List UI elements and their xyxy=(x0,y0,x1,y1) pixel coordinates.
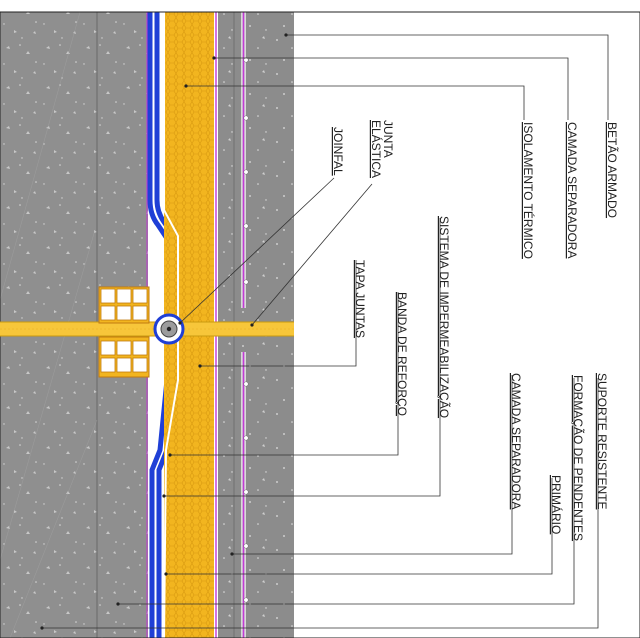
label-camada-separadora-bottom: CAMADA SEPARADORA xyxy=(509,373,523,509)
label-betao-armado: BETÃO ARMADO xyxy=(605,122,619,218)
label-isolamento-termico: ISOLAMENTO TÉRMICO xyxy=(521,122,536,259)
label-suporte-resistente: SUPORTE RESISTENTE xyxy=(595,373,609,509)
joinfal-cord xyxy=(153,313,185,345)
label-banda-reforco: BANDA DE REFORÇO xyxy=(395,292,409,416)
label-formacao-pendentes: FORMAÇÃO DE PENDENTES xyxy=(571,375,585,541)
label-joinfal: JOINFAL xyxy=(331,127,345,176)
label-primario: PRIMÁRIO xyxy=(549,475,564,534)
joint-filler-block-upper xyxy=(98,286,150,324)
label-camada-separadora-top: CAMADA SEPARADORA xyxy=(565,122,579,258)
elastic-joint xyxy=(0,322,294,336)
label-sistema-impermeabilizacao: SISTEMA DE IMPERMEABILIZAÇÃO xyxy=(437,216,451,418)
joint-filler-block-lower xyxy=(98,336,150,378)
label-tapa-juntas: TAPA JUNTAS xyxy=(353,260,367,338)
label-junta: JUNTA xyxy=(381,120,395,158)
label-elastica: ELÁSTICA xyxy=(369,120,384,178)
